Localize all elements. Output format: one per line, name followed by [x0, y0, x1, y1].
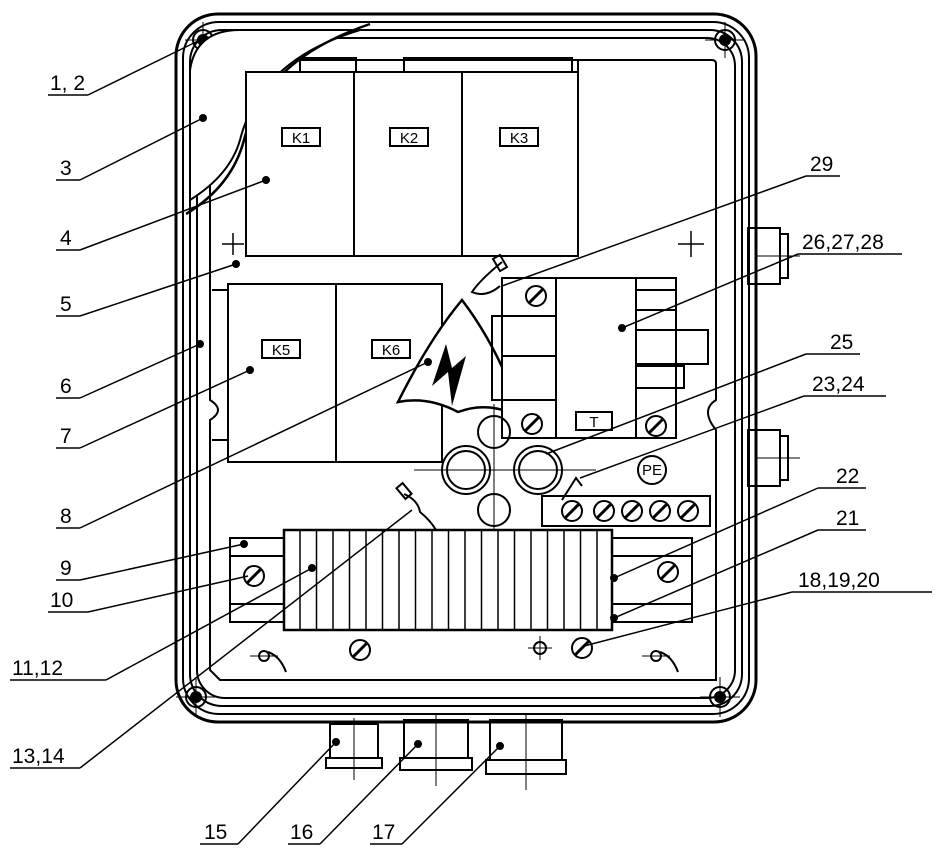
label-box-k3: [499, 127, 539, 147]
leader-dot-15: [332, 738, 340, 746]
rail-screw-left: [243, 565, 265, 587]
callout-13-14: 13,14: [12, 745, 65, 768]
corner-screw-bottom-left: [176, 677, 216, 717]
leader-dot-3: [199, 114, 207, 122]
callout-22: 22: [836, 465, 859, 488]
label-k3: K3: [510, 130, 528, 147]
leader-dot-5: [232, 260, 240, 268]
leader-dot-21: [610, 614, 618, 622]
callout-3: 3: [60, 157, 72, 180]
callout-9: 9: [60, 557, 72, 580]
relay-screw-bottom-left: [521, 413, 543, 435]
label-k2: K2: [400, 130, 418, 147]
leader-lines: [10, 39, 932, 845]
side-gland-lower: [747, 429, 800, 487]
callout-5: 5: [60, 293, 72, 316]
leader-dot-6: [196, 340, 204, 348]
leader-dot-8: [424, 358, 432, 366]
pe-wire: [561, 476, 583, 501]
side-gland-upper: [747, 227, 800, 285]
callout-10: 10: [50, 589, 73, 612]
callout-16: 16: [290, 821, 313, 844]
callout-21: 21: [836, 507, 859, 530]
enclosure-wall-4: [196, 37, 736, 699]
leader-dot-11: [308, 564, 316, 572]
leader-dot-22: [610, 574, 618, 582]
cable-hole-right: [513, 445, 563, 495]
ground-lug-left: [250, 650, 287, 673]
mounting-plate: [209, 59, 717, 681]
label-k5: K5: [272, 342, 290, 359]
plate-hole-bottom-center: [528, 636, 552, 660]
terminal-screws: [561, 500, 699, 522]
corner-screw-bottom-right: [700, 677, 740, 717]
leader-dot-17: [496, 742, 504, 750]
bottom-gland-16: [399, 714, 473, 786]
label-box-k6: [371, 339, 411, 359]
leader-dot-16: [414, 740, 422, 748]
label-k1: K1: [292, 130, 310, 147]
callout-6: 6: [60, 375, 72, 398]
pe-marker: [637, 455, 667, 485]
callout-4: 4: [60, 227, 72, 250]
callout-18-19-20: 18,19,20: [798, 569, 880, 592]
leader-dot-4: [262, 176, 270, 184]
rail-screw-right: [657, 561, 679, 583]
bottom-gland-15: [325, 718, 383, 780]
leader-dot-26: [618, 324, 626, 332]
relay-screw-bottom-right: [645, 415, 667, 437]
heater-wire-lug: [395, 481, 413, 501]
label-box-t: [575, 411, 613, 431]
leader-dot-9: [240, 540, 248, 548]
label-pe: PE: [642, 462, 662, 479]
plate-screw-bottom-left: [349, 639, 371, 661]
corner-screw-top-right: [705, 22, 745, 58]
crosshair-mark-right: [678, 231, 704, 257]
plate-screw-bottom-right: [571, 637, 593, 659]
callout-29: 29: [810, 153, 833, 176]
label-box-k5: [261, 339, 301, 359]
ground-lug-right: [642, 650, 679, 673]
callout-26-27-28: 26,27,28: [802, 231, 884, 254]
callout-11-12: 11,12: [12, 657, 63, 680]
cable-hole-left: [441, 445, 491, 495]
label-box-k1: [281, 127, 321, 147]
leader-dot-7: [246, 366, 254, 374]
label-box-k2: [389, 127, 429, 147]
contactor-row-top: [245, 57, 712, 257]
callout-17: 17: [372, 821, 395, 844]
label-t: T: [589, 414, 598, 431]
wire-29-lug: [491, 253, 509, 273]
cable-hole-bottom: [477, 493, 511, 527]
enclosure-wall-3: [189, 29, 743, 707]
enclosure-outer-wall: [174, 12, 758, 724]
callout-23-24: 23,24: [812, 373, 865, 396]
bottom-gland-17: [485, 714, 567, 790]
callout-15: 15: [204, 821, 227, 844]
enclosure-wall-2: [182, 21, 750, 715]
contactor-row-middle: [212, 283, 443, 463]
callout-7: 7: [60, 425, 72, 448]
wire-29: [470, 261, 503, 295]
callout-8: 8: [60, 505, 72, 528]
cover-cutaway: [189, 29, 361, 202]
crosshair-mark-left: [222, 233, 244, 255]
cable-hole-top: [477, 415, 511, 449]
label-k6: K6: [382, 342, 400, 359]
callout-1-2: 1, 2: [50, 72, 85, 95]
callout-25: 25: [830, 331, 853, 354]
heater-wire: [403, 493, 437, 531]
relay-screw-top: [525, 285, 547, 307]
